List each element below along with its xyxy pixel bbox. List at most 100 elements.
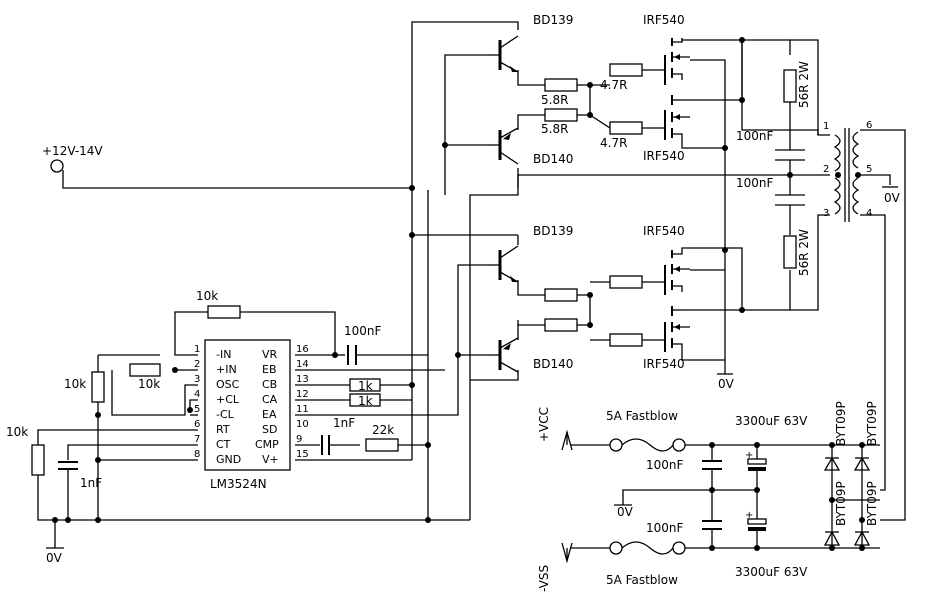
- ic-pin4-name: +CL: [216, 393, 240, 406]
- t-pin5: 5: [866, 164, 872, 175]
- ic-pin4-num: 4: [194, 389, 200, 400]
- ic-pin7-name: CT: [216, 438, 231, 451]
- ic-pin8-name: GND: [216, 453, 241, 466]
- ic-pin14-num: 14: [296, 359, 309, 370]
- r-rt-label: 10k: [6, 425, 28, 439]
- fuse2-label: 5A Fastblow: [606, 573, 678, 587]
- zero-v-label-ic: 0V: [46, 551, 63, 565]
- mosfet-m4: IRF540: [643, 306, 690, 371]
- ic-pin11-num: 11: [296, 404, 309, 415]
- ic-pin16-name: VR: [262, 348, 278, 361]
- ic-pin3-name: OSC: [216, 378, 240, 391]
- zero-v-label-psu: 0V: [617, 505, 634, 519]
- ic-pin11-name: EA: [262, 408, 277, 421]
- ic-pin5-name: -CL: [216, 408, 235, 421]
- zero-v-label-tr: 0V: [884, 191, 901, 205]
- ic-pin10-name: SD: [262, 423, 277, 436]
- transformer: 1 2 3 4 5 6 0V: [823, 120, 901, 222]
- c-ct-label: 1nF: [80, 476, 102, 490]
- svg-text:+: +: [745, 510, 753, 521]
- vss-label: -VSS: [537, 565, 551, 592]
- c-hf2-label: 100nF: [646, 521, 684, 535]
- c-bulk1-label: 3300uF 63V: [735, 414, 808, 428]
- ic-pin2-name: +IN: [216, 363, 237, 376]
- q4-label: BD140: [533, 357, 573, 371]
- ic-periphery: 10k 100nF 10k 10k 10k 1nF 1k 1k 1nF 22k …: [6, 289, 735, 565]
- ic-pin14-name: EB: [262, 363, 277, 376]
- m4-label: IRF540: [643, 357, 685, 371]
- t-pin1: 1: [823, 121, 829, 132]
- t-pin3: 3: [823, 208, 829, 219]
- t-pin6: 6: [866, 120, 872, 131]
- bjt-q1: BD139: [490, 13, 573, 73]
- t-pin4: 4: [866, 208, 872, 219]
- r-in-label: 10k: [138, 377, 160, 391]
- bjt-q2: BD140: [490, 127, 573, 166]
- r-gate2-label: 4.7R: [600, 136, 627, 150]
- ic-name: LM3524N: [210, 477, 267, 491]
- q2-label: BD140: [533, 152, 573, 166]
- m3-label: IRF540: [643, 224, 685, 238]
- mosfet-m1: IRF540: [643, 13, 690, 85]
- ic-lm3524: -IN +IN OSC +CL -CL RT CT GND 1 2 3 4 5 …: [194, 339, 309, 491]
- ic-pin15-name: V+: [262, 453, 279, 466]
- ic-pin10-num: 10: [296, 419, 309, 430]
- bjt-q4: BD140: [490, 337, 573, 373]
- fuse1-label: 5A Fastblow: [606, 409, 678, 423]
- bjt-q3: BD139: [490, 224, 573, 283]
- ic-pin15-num: 15: [296, 449, 309, 460]
- ic-pin13-name: CB: [262, 378, 277, 391]
- mosfet-m3: IRF540: [643, 224, 690, 295]
- ic-pin5-num: 5: [194, 404, 200, 415]
- r-bias-label: 10k: [64, 377, 86, 391]
- ic-pin6-num: 6: [194, 419, 200, 430]
- ic-pin6-name: RT: [216, 423, 230, 436]
- r-snub2-label: 56R 2W: [797, 229, 811, 276]
- c-bulk2-label: 3300uF 63V: [735, 565, 808, 579]
- diode3-label: BYT09P: [834, 481, 848, 526]
- ic-pin16-num: 16: [296, 344, 309, 355]
- resistors-driver: 5.8R 5.8R 4.7R 4.7R 56R 2W 56R 2W 100nF …: [541, 61, 811, 347]
- r-base2-label: 5.8R: [541, 122, 568, 136]
- diode1-label: BYT09P: [834, 401, 848, 446]
- ic-pin7-num: 7: [194, 434, 200, 445]
- c-hf1-label: 100nF: [646, 458, 684, 472]
- vcc-label: +VCC: [537, 407, 551, 442]
- r-cb-label: 1k: [358, 394, 373, 408]
- r-gate1-label: 4.7R: [600, 78, 627, 92]
- r-comp-label: 22k: [372, 423, 394, 437]
- ic-pin1-name: -IN: [216, 348, 231, 361]
- ic-pin3-num: 3: [194, 374, 200, 385]
- ic-pin8-num: 8: [194, 449, 200, 460]
- ic-pin13-num: 13: [296, 374, 309, 385]
- r-fb-label: 10k: [196, 289, 218, 303]
- mosfet-m2: IRF540: [643, 95, 690, 163]
- q3-label: BD139: [533, 224, 573, 238]
- ic-pin1-num: 1: [194, 344, 200, 355]
- m2-label: IRF540: [643, 149, 685, 163]
- t-pin2: 2: [823, 164, 829, 175]
- c-out1-label: 100nF: [736, 129, 774, 143]
- junction-dots: [52, 37, 865, 551]
- c-comp-label: 1nF: [333, 416, 355, 430]
- ic-pin2-num: 2: [194, 359, 200, 370]
- diode4-label: BYT09P: [865, 481, 879, 526]
- diode2-label: BYT09P: [865, 401, 879, 446]
- c-fb-label: 100nF: [344, 324, 382, 338]
- r-ea-label: 1k: [358, 379, 373, 393]
- supply-input: +12V-14V: [42, 144, 103, 173]
- ic-pin12-num: 12: [296, 389, 309, 400]
- psu-section: +VCC -VSS 5A Fastblow 5A Fastblow 100nF …: [537, 401, 879, 592]
- ic-pin9-name: CMP: [255, 438, 279, 451]
- zero-v-label-fet: 0V: [718, 377, 735, 391]
- r-base1-label: 5.8R: [541, 93, 568, 107]
- ic-pin12-name: CA: [262, 393, 278, 406]
- q1-label: BD139: [533, 13, 573, 27]
- ic-pin9-num: 9: [296, 434, 302, 445]
- c-out2-label: 100nF: [736, 176, 774, 190]
- r-snub1-label: 56R 2W: [797, 61, 811, 108]
- m1-label: IRF540: [643, 13, 685, 27]
- wires: [37, 21, 906, 549]
- supply-label: +12V-14V: [42, 144, 103, 158]
